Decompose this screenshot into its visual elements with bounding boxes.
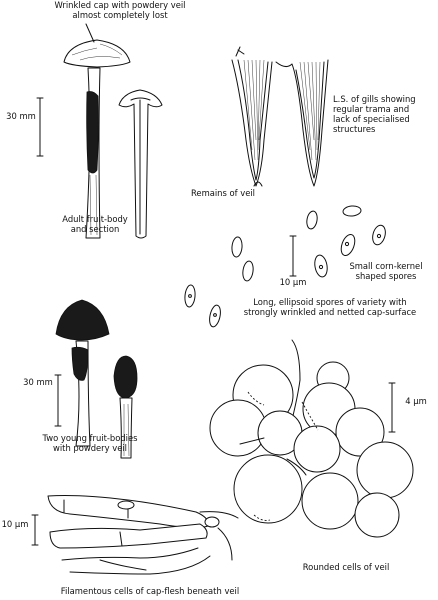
veil-cells [209,339,414,538]
long-spores-label: Long, ellipsoid spores of variety with s… [243,297,417,317]
adult-caption: Adult fruit-body and section [62,214,128,234]
filamentous-cells [31,495,239,575]
gills-caption: L.S. of gills showing regular trama and … [333,94,416,134]
small-spores-label: Small corn-kernel shaped spores [349,261,423,281]
adult-fruit-body [63,23,131,239]
scale-bar-30mm-top [36,97,44,157]
young-fruit-bodies [54,299,138,459]
young-caption: Two young fruit-bodies with powdery veil [42,433,138,453]
spores [184,205,386,328]
gills-section [231,46,329,187]
veil-remains-label: Remains of veil [190,188,256,198]
filament-caption: Filamentous cells of cap-flesh beneath v… [60,586,240,596]
spores-scale-label: 10 µm [279,277,307,287]
scale-label-30mm-bottom: 30 mm [23,377,53,387]
rounded-caption: Rounded cells of veil [302,562,390,572]
filament-scale-label: 10 µm [1,519,29,529]
veil-scale-label: 4 µm [405,396,427,406]
cap-label: Wrinkled cap with powdery veil almost co… [54,0,186,20]
scale-label-30mm-top: 30 mm [6,111,36,121]
adult-section [118,89,163,239]
